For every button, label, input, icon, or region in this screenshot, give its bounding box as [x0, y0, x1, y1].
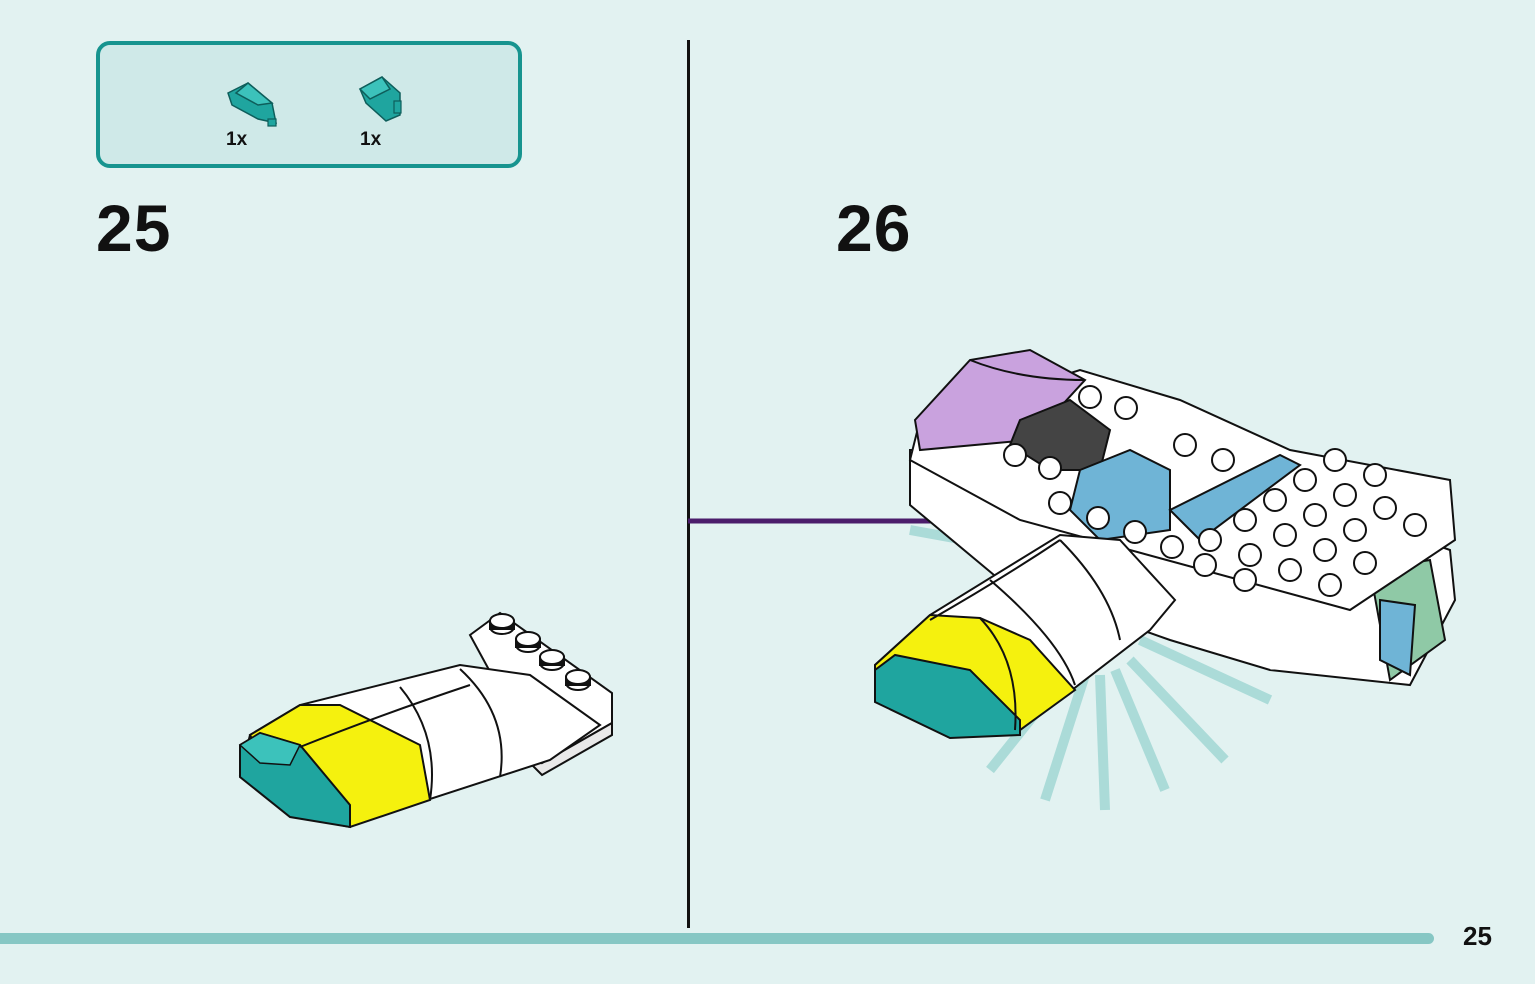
page-footer-bar — [0, 933, 1434, 944]
parts-callout: 1x 1x — [96, 41, 522, 168]
step-number: 25 — [96, 191, 172, 265]
part-item: 1x — [356, 65, 436, 155]
part-item: 1x — [222, 65, 302, 155]
step-divider — [687, 40, 690, 928]
part-quantity: 1x — [360, 129, 382, 150]
aircraft-illustration — [874, 348, 1457, 811]
step-number: 26 — [836, 191, 912, 265]
teal-wedge-slope-right-icon — [358, 76, 402, 122]
wing-assembly-illustration — [238, 611, 613, 829]
part-quantity: 1x — [226, 129, 248, 150]
page-number: 25 — [1463, 921, 1492, 951]
teal-wedge-slope-left-icon — [227, 82, 277, 127]
